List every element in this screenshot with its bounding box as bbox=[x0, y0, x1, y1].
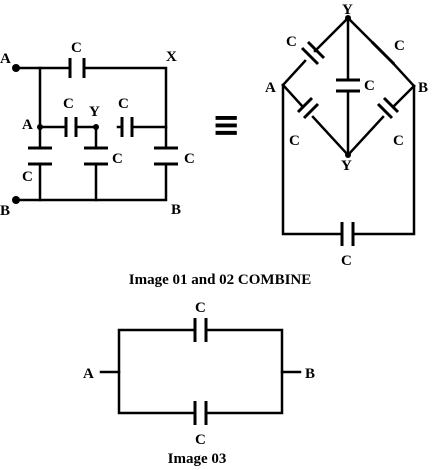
capacitor-left bbox=[28, 146, 52, 166]
node-label-b: B bbox=[418, 80, 428, 96]
node-dot bbox=[12, 64, 20, 72]
capacitor-right bbox=[154, 146, 178, 166]
wire bbox=[281, 16, 350, 87]
capacitor-label: C bbox=[393, 133, 404, 149]
node-label-y: Y bbox=[89, 104, 100, 120]
node-dot bbox=[345, 15, 351, 21]
wire bbox=[281, 83, 350, 157]
capacitor-middle bbox=[84, 146, 108, 166]
capacitor-label: C bbox=[286, 34, 297, 50]
capacitor-label: C bbox=[112, 151, 123, 167]
capacitor-label: C bbox=[394, 38, 405, 54]
circuit-diagram-2: Y A B Y C C C C C C bbox=[265, 2, 428, 269]
node-label-y: Y bbox=[341, 158, 352, 174]
capacitor-y-b bbox=[370, 40, 396, 66]
node-dot bbox=[93, 124, 99, 130]
node-dot bbox=[345, 152, 351, 158]
capacitor-label: C bbox=[289, 133, 300, 149]
equivalence-symbol: ≡ bbox=[212, 105, 241, 145]
wire bbox=[117, 328, 284, 415]
wire bbox=[281, 83, 416, 236]
capacitor-label: C bbox=[364, 78, 375, 94]
caption: Image 03 bbox=[168, 451, 227, 467]
capacitor-y-y bbox=[336, 78, 360, 93]
capacitor-a-y2 bbox=[296, 96, 320, 120]
capacitor-label: C bbox=[195, 432, 206, 448]
capacitor-label: C bbox=[184, 151, 195, 167]
capacitor-top bbox=[193, 318, 208, 342]
capacitor-y-x bbox=[120, 117, 134, 137]
capacitor-label: C bbox=[118, 96, 129, 112]
capacitor-y2-b bbox=[376, 96, 400, 120]
capacitor-top bbox=[68, 58, 86, 78]
capacitor-label: C bbox=[71, 40, 82, 56]
capacitor-a-y bbox=[300, 40, 326, 66]
capacitor-label: C bbox=[63, 96, 74, 112]
capacitor-bottom bbox=[340, 222, 355, 246]
caption: Image 01 and 02 COMBINE bbox=[129, 272, 312, 288]
node-label-b: B bbox=[305, 366, 315, 382]
node-label-a: A bbox=[265, 80, 276, 96]
node-label-a: A bbox=[83, 366, 94, 382]
node-label-x: X bbox=[166, 49, 177, 65]
circuit-diagram-3: A B C C bbox=[83, 300, 315, 448]
capacitor-label: C bbox=[341, 253, 352, 269]
node-label-b: B bbox=[0, 203, 10, 219]
wire bbox=[14, 66, 168, 202]
wire bbox=[346, 84, 416, 157]
node-dot bbox=[37, 124, 43, 130]
node-dot bbox=[12, 196, 20, 204]
wire bbox=[38, 125, 98, 202]
capacitor-bottom bbox=[193, 401, 208, 425]
capacitor-label: C bbox=[22, 169, 33, 185]
node-label-b: B bbox=[171, 202, 181, 218]
node-label-y: Y bbox=[342, 2, 353, 18]
node-label-a: A bbox=[0, 51, 11, 67]
capacitor-a-y bbox=[64, 117, 78, 137]
circuit-diagram-1: A X A Y B B C C C C C C bbox=[0, 40, 195, 219]
node-label-a: A bbox=[22, 117, 33, 133]
capacitor-label: C bbox=[195, 300, 206, 316]
